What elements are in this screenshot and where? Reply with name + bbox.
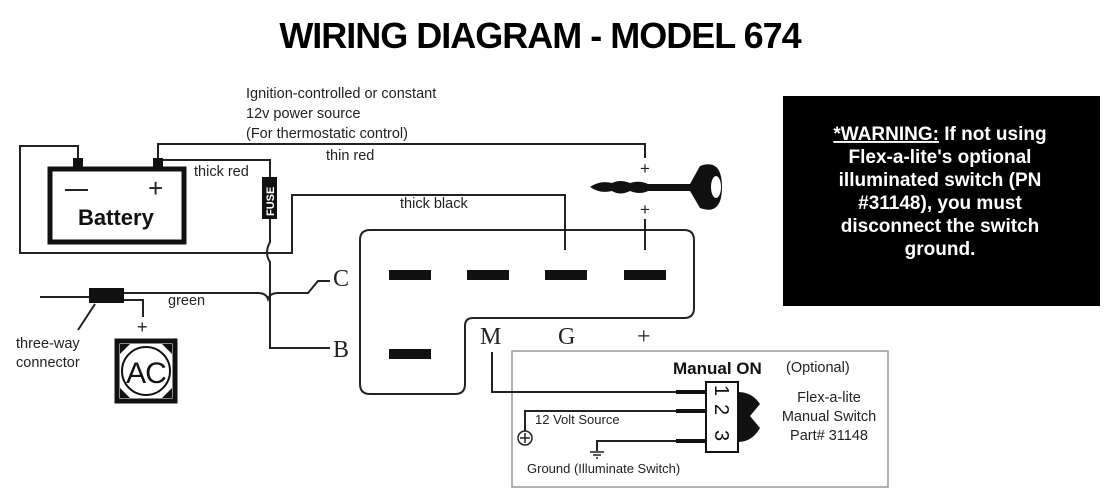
power-source-note: Ignition-controlled or constant 12v powe… bbox=[246, 86, 436, 142]
ac-plus-sign: + bbox=[137, 317, 148, 337]
wire-fuse-to-B bbox=[266, 219, 330, 349]
wire-thick-red bbox=[162, 159, 271, 178]
switch-rocker-icon bbox=[738, 392, 760, 442]
fuse: FUSE bbox=[262, 177, 277, 219]
power-source-line-2: 12v power source bbox=[246, 106, 360, 122]
terminal-label-C: C bbox=[333, 266, 349, 292]
battery-label: Battery bbox=[78, 205, 155, 230]
wire-green bbox=[40, 280, 330, 303]
wire-M-to-switch bbox=[491, 352, 712, 393]
connector-label-line-2: connector bbox=[16, 355, 80, 371]
wire-battery-negative bbox=[19, 145, 566, 254]
warning-line-6: ground. bbox=[905, 239, 976, 260]
label-green: green bbox=[168, 293, 205, 309]
connector-label-line-1: three-way bbox=[16, 336, 80, 352]
switch-body bbox=[705, 381, 739, 453]
warning-box: *WARNING: If not using Flex-a-lite's opt… bbox=[783, 96, 1100, 306]
pin-4 bbox=[624, 270, 666, 280]
fan-controller-plug bbox=[359, 229, 695, 395]
fuse-label: FUSE bbox=[265, 187, 277, 216]
ignition-plus-bottom: + bbox=[640, 200, 650, 219]
ac-fan: + AC bbox=[114, 317, 178, 404]
switch-pin-1: 1 bbox=[710, 385, 732, 396]
wire-ground bbox=[596, 440, 706, 451]
switch-name-line-3: Part# 31148 bbox=[790, 428, 868, 444]
pin-B bbox=[389, 349, 431, 359]
terminal-label-G: G bbox=[558, 324, 575, 350]
label-thin-red: thin red bbox=[326, 148, 374, 164]
positive-source-plus bbox=[520, 433, 530, 443]
pin-3 bbox=[545, 270, 587, 280]
battery-body bbox=[47, 166, 187, 245]
ground-label: Ground (Illuminate Switch) bbox=[527, 461, 680, 476]
manual-switch-panel: Manual ON (Optional) 12 Volt Source Grou… bbox=[491, 350, 889, 488]
source-label: 12 Volt Source bbox=[535, 412, 620, 427]
battery-plus-sign: + bbox=[148, 173, 163, 203]
power-source-line-1: Ignition-controlled or constant bbox=[246, 86, 436, 102]
manual-switch-border bbox=[511, 350, 889, 488]
switch-name-line-1: Flex-a-lite bbox=[797, 390, 861, 406]
terminal-label-plus: + bbox=[637, 324, 651, 350]
manual-on-heading: Manual ON bbox=[673, 359, 762, 378]
wire-12v-source bbox=[524, 410, 706, 437]
fuse-body bbox=[262, 177, 277, 219]
warning-text-1: If not using bbox=[939, 124, 1047, 145]
ac-label: AC bbox=[126, 357, 166, 390]
warning-line-3: illuminated switch (PN bbox=[839, 170, 1042, 191]
battery-negative-terminal bbox=[73, 158, 83, 170]
connector-body bbox=[89, 288, 124, 303]
ignition-key-icon bbox=[590, 164, 722, 210]
warning-line-5: disconnect the switch bbox=[841, 216, 1039, 237]
ground-icon bbox=[590, 451, 604, 459]
power-source-line-3: (For thermostatic control) bbox=[246, 126, 408, 142]
warning-line-4: #31148), you must bbox=[858, 193, 1022, 214]
switch-name-line-2: Manual Switch bbox=[782, 409, 876, 425]
terminal-label-B: B bbox=[333, 337, 349, 363]
plug-pins bbox=[389, 270, 666, 359]
battery: + Battery bbox=[47, 158, 187, 245]
battery-positive-terminal bbox=[153, 158, 163, 170]
wire-thin-red bbox=[157, 143, 646, 158]
warning-line-2: Flex-a-lite's optional bbox=[849, 147, 1032, 168]
connector-pointer bbox=[77, 303, 96, 331]
ignition-plus-top: + bbox=[640, 159, 650, 178]
wire-connector-to-ac bbox=[124, 299, 144, 317]
ac-fan-ring bbox=[121, 346, 171, 396]
diagram-title: WIRING DIAGRAM - MODEL 674 bbox=[279, 15, 801, 56]
label-thick-red: thick red bbox=[194, 164, 249, 180]
three-way-connector: three-way connector bbox=[16, 288, 144, 371]
pin-2 bbox=[467, 270, 509, 280]
pin-C bbox=[389, 270, 431, 280]
switch-pin-3: 3 bbox=[710, 430, 732, 441]
manual-optional-label: (Optional) bbox=[786, 360, 850, 376]
terminal-label-M: M bbox=[480, 324, 501, 350]
warning-line-1: *WARNING: If not using bbox=[833, 124, 1046, 145]
warning-prefix: *WARNING: bbox=[833, 124, 939, 145]
warning-background bbox=[783, 96, 1100, 306]
switch-pin-2: 2 bbox=[710, 404, 732, 415]
label-thick-black: thick black bbox=[400, 196, 468, 212]
